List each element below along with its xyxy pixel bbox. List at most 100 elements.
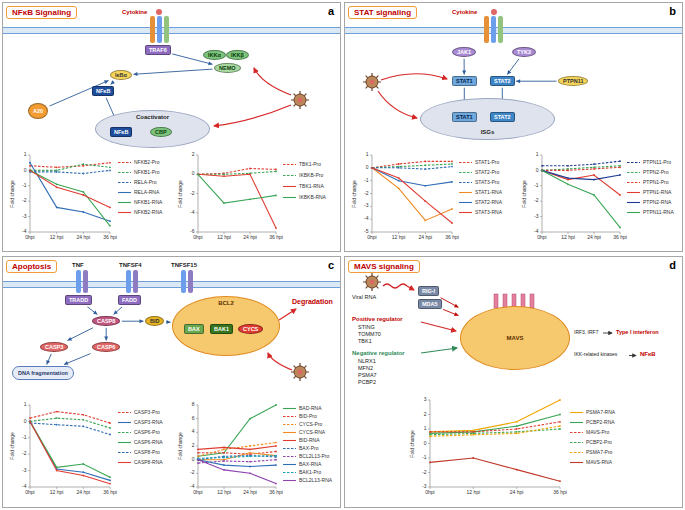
data-point (451, 166, 453, 168)
data-point (109, 483, 111, 485)
legend-item: CASP3-RNA (118, 420, 163, 426)
tick-label: -1 (534, 183, 538, 189)
node-label: NFκB (96, 88, 110, 94)
chart-axes (542, 155, 620, 232)
data-series (542, 161, 620, 166)
legend-item: NFKB1-Pro (118, 170, 160, 176)
data-point (29, 170, 31, 172)
legend-text: PTPN11-RNA (643, 210, 674, 216)
legend-sample (283, 162, 297, 167)
data-point (249, 445, 251, 447)
legend-sample (459, 170, 473, 175)
legend-item: PTPN2-RNA (627, 200, 671, 206)
legend-sample (459, 160, 473, 165)
tick-label: 24 hpi (243, 235, 257, 241)
data-point (197, 455, 199, 457)
mavs-pillar (494, 294, 498, 308)
legend-text: PSMA7-Pro (586, 450, 612, 456)
legend-text: IKBKB-Pro (299, 173, 323, 179)
data-point (275, 455, 277, 457)
legend-item: PSMA7-RNA (570, 410, 615, 416)
legend-text: TBK1-Pro (299, 162, 321, 168)
data-point (249, 455, 251, 457)
legend-item: TBK1-RNA (283, 184, 324, 190)
data-point (371, 167, 373, 169)
data-point (249, 452, 251, 454)
tick-label: 36 hpi (103, 490, 117, 496)
legend-item: BAD-RNA (283, 406, 322, 412)
data-series (430, 422, 560, 432)
data-series (198, 446, 276, 449)
legend-text: NFKB2-Pro (134, 160, 160, 166)
chart-axes (372, 155, 452, 232)
data-point (109, 225, 111, 227)
node-label: CASP6 (97, 344, 115, 350)
connector-line (64, 354, 91, 365)
data-point (56, 411, 58, 413)
receptor-chain (484, 16, 489, 43)
legend-line (283, 456, 296, 457)
legend-text: MAVS-Pro (586, 430, 609, 436)
note-label: Viral RNA (352, 294, 376, 300)
data-point (56, 171, 58, 173)
data-point (197, 462, 199, 464)
data-point (516, 425, 518, 427)
data-series (30, 418, 110, 428)
data-point (559, 399, 561, 401)
data-point (29, 170, 31, 172)
node-label: TRADD (69, 297, 88, 303)
legend-line (627, 182, 640, 183)
tick-label: -1 (364, 178, 368, 184)
node-label: PTPN11 (563, 78, 583, 84)
data-point (559, 414, 561, 416)
data-point (429, 431, 431, 433)
receptor-chain (157, 16, 162, 43)
arrowhead (46, 360, 50, 365)
connector (441, 298, 459, 308)
receptor-chain (164, 16, 169, 43)
legend-sample (627, 190, 641, 195)
node-label: STAT1 (456, 78, 473, 84)
tick-mark (28, 155, 30, 156)
legend-item: RELA-Pro (118, 180, 157, 186)
protein-name: TBK1 (358, 338, 372, 344)
legend-item: STAT1-RNA (459, 190, 502, 196)
connector-line (516, 81, 556, 82)
data-point (56, 207, 58, 209)
protein-box: TRADD (65, 295, 92, 305)
data-point (197, 459, 199, 461)
legend-line (627, 172, 640, 173)
legend-text: STAT3-Pro (475, 180, 499, 186)
data-point (249, 455, 251, 457)
data-point (451, 222, 453, 224)
data-point (223, 452, 225, 454)
data-point (249, 198, 251, 200)
connector (104, 328, 108, 341)
tick-mark (196, 446, 198, 447)
data-series (30, 163, 110, 222)
legend-text: PTPN1-Pro (643, 180, 669, 186)
node-label: RIG-I (422, 288, 435, 294)
legend-line (459, 212, 472, 213)
data-point (451, 208, 453, 210)
data-point (619, 227, 621, 229)
legend-item: MAVS-RNA (570, 460, 612, 466)
data-point (29, 421, 31, 423)
protein-box: NFκB (92, 86, 114, 96)
legend-item: PTPN1-RNA (627, 190, 671, 196)
legend-item: STAT2-Pro (459, 170, 499, 176)
data-point (56, 470, 58, 472)
data-point (223, 447, 225, 449)
data-point (559, 428, 561, 430)
node-label: MAVS (507, 335, 524, 342)
legend-line (283, 408, 296, 409)
data-point (82, 475, 84, 477)
chart-axes (430, 400, 560, 487)
ligand-label: TNFSF4 (119, 262, 142, 269)
membrane-edge (3, 28, 340, 34)
node-label: BID (150, 318, 159, 324)
legend-text: PTPN11-Pro (643, 160, 671, 166)
viral-effect-arrow (268, 353, 292, 370)
tick-label: 12 hpi (561, 235, 575, 241)
